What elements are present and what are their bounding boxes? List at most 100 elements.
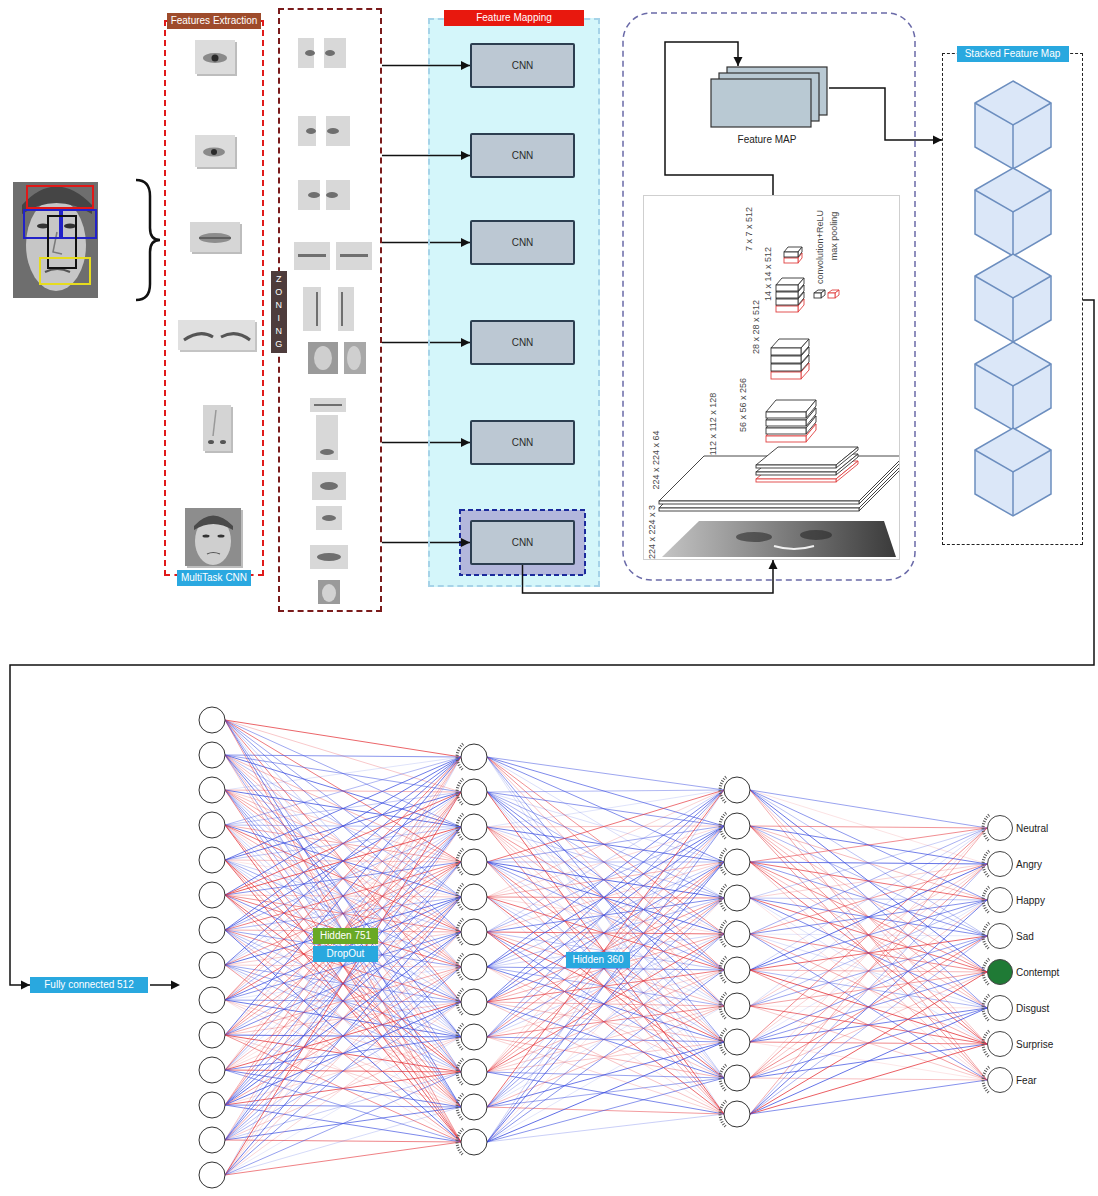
- weight-line: [225, 862, 461, 1000]
- weight-line: [225, 897, 461, 1175]
- weight-line: [750, 1080, 987, 1114]
- weight-line: [487, 792, 724, 898]
- box-label: CNN: [512, 537, 534, 548]
- arrow-head: [769, 560, 778, 569]
- section-tag: Stacked Feature Map: [957, 46, 1069, 62]
- weight-line: [487, 792, 724, 1114]
- nostril: [220, 440, 226, 444]
- neuron: [199, 1022, 225, 1048]
- weight-line: [487, 862, 724, 1142]
- layer-side: [835, 290, 839, 298]
- face-shape: [26, 199, 86, 291]
- brow: [221, 334, 250, 340]
- layer-front: [766, 412, 806, 418]
- eye-part: [305, 50, 315, 56]
- zone-crop: [324, 38, 346, 68]
- neuron: [199, 1127, 225, 1153]
- lips-line: [199, 237, 231, 238]
- weight-line: [225, 792, 461, 1175]
- feature-crops: [178, 40, 257, 568]
- neuron: [461, 884, 487, 910]
- neuron: [724, 1101, 750, 1127]
- lips: [199, 233, 231, 243]
- eye: [203, 53, 227, 63]
- eye-part: [322, 515, 336, 521]
- feature-map: Feature MAP: [705, 66, 829, 145]
- connector-line: [829, 88, 942, 140]
- face-photo: [13, 182, 98, 298]
- output-neuron: Surprise: [987, 1031, 1053, 1057]
- weight-line: [750, 826, 987, 1044]
- zone-crop: [310, 398, 346, 412]
- process-box: CNN: [470, 133, 575, 178]
- connector: [382, 61, 470, 70]
- dimension-label: 224 x 224 x 64: [651, 430, 661, 489]
- arrow-head: [461, 538, 470, 547]
- layer-front: [756, 479, 836, 482]
- weight-line: [225, 720, 461, 1002]
- layer-front: [784, 258, 798, 263]
- nose-part: [320, 449, 334, 455]
- region-box: [27, 186, 93, 208]
- weight-line: [487, 932, 724, 1114]
- layer-front: [756, 465, 836, 468]
- layer-front: [766, 428, 806, 434]
- neuron-circle: [987, 1067, 1013, 1093]
- nose-crop: [203, 405, 231, 451]
- dimension-label: 28 x 28 x 512: [751, 300, 761, 354]
- weight-line: [750, 828, 987, 970]
- zoned-crops: [294, 38, 372, 604]
- brow: [184, 334, 213, 340]
- layer-tag: Hidden 751: [313, 928, 378, 944]
- layer-front: [776, 285, 798, 291]
- box-label: CNN: [512, 60, 534, 71]
- layer-tag: Fully connected 512: [30, 977, 148, 993]
- brow-part: [340, 254, 368, 257]
- panel-ground: [428, 18, 600, 587]
- region-box: [48, 216, 76, 268]
- weight-lines: [225, 720, 987, 1175]
- face-part: [322, 584, 336, 602]
- section-tag: Features Extraction: [167, 13, 262, 29]
- dimension-label: 56 x 56 x 256: [738, 378, 748, 432]
- weight-line: [487, 790, 724, 1107]
- tag-label: DropOut: [317, 948, 374, 960]
- process-box: CNN: [470, 220, 575, 265]
- zone-crop: [336, 242, 372, 270]
- neuron: [199, 987, 225, 1013]
- connector: [382, 338, 470, 347]
- zone-crop: [326, 116, 350, 146]
- figure-label: Feature MAP: [705, 134, 829, 145]
- weight-line: [750, 826, 987, 1080]
- process-box: CNN: [470, 420, 575, 465]
- weight-line: [487, 862, 724, 1114]
- weight-line: [750, 936, 987, 1114]
- zone-crop: [308, 342, 338, 374]
- arrow-head: [461, 61, 470, 70]
- neuron: [199, 742, 225, 768]
- brace: [136, 180, 160, 300]
- layer-tag: DropOut: [313, 946, 378, 962]
- zone-crop: [298, 180, 320, 210]
- neuron: [199, 882, 225, 908]
- brow-crop: [178, 320, 255, 350]
- layer-tag: Hidden 360: [566, 952, 630, 968]
- class-label: Contempt: [1016, 967, 1059, 978]
- weight-line: [487, 1042, 724, 1142]
- weight-line: [750, 828, 987, 898]
- class-label: Fear: [1016, 1075, 1037, 1086]
- connector: [382, 151, 470, 160]
- arrow-head: [21, 981, 30, 990]
- weight-line: [225, 967, 461, 1175]
- arrow-head: [461, 238, 470, 247]
- weight-line: [225, 825, 461, 1072]
- weight-line: [750, 864, 987, 1114]
- neuron: [199, 707, 225, 733]
- weight-line: [225, 755, 461, 1072]
- weight-line: [225, 862, 461, 1175]
- eye-part: [320, 482, 338, 490]
- weight-line: [487, 757, 724, 1006]
- weight-line: [750, 828, 987, 1042]
- neuron: [199, 917, 225, 943]
- layer-front: [766, 436, 806, 442]
